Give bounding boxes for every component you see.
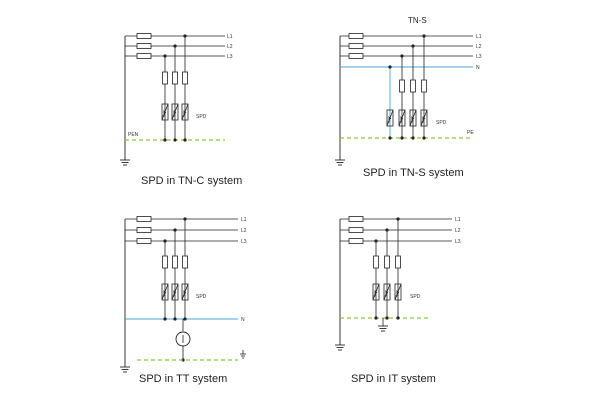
fuse-icon [348, 227, 364, 233]
fuse-icon [373, 255, 379, 269]
diagram-it: L1 L2 L3 SPD [334, 216, 461, 351]
label-l3: L3 [455, 239, 461, 245]
fuse-icon [162, 255, 168, 269]
label-l3: L3 [241, 239, 247, 245]
label-l1: L1 [455, 217, 461, 223]
earth-ground-icon [377, 325, 389, 332]
spd-label: SPD [196, 114, 207, 120]
earth-ground-icon [334, 344, 346, 351]
fuse-icon [136, 238, 152, 244]
tns-title: TN-S [408, 16, 427, 25]
label-l3: L3 [227, 54, 233, 60]
label-l1: L1 [227, 34, 233, 40]
caption-tn-s: SPD in TN-S system [363, 167, 464, 179]
fuse-icon [384, 255, 390, 269]
fuse-icon [136, 53, 152, 59]
fuse-icon [136, 33, 152, 39]
diagram-tn-s: TN-S L1 L2 L3 N SPD PE [334, 16, 482, 166]
label-n: N [476, 65, 480, 71]
fuse-icon [410, 79, 416, 93]
earth-ground-icon [240, 350, 246, 359]
fuse-icon [182, 255, 188, 269]
label-l3: L3 [476, 54, 482, 60]
pe-label: PE [467, 130, 474, 136]
caption-tn-c: SPD in TN-C system [141, 175, 243, 187]
fuse-icon [399, 79, 405, 93]
label-l2: L2 [476, 44, 482, 50]
earth-ground-icon [334, 159, 346, 166]
spd-label: SPD [410, 294, 421, 300]
spd-label: SPD [436, 120, 447, 126]
label-l2: L2 [455, 228, 461, 234]
diagram-tn-c: L1 L2 L3 SPD PEN [119, 33, 233, 166]
fuse-icon [348, 216, 364, 222]
earth-ground-icon [119, 159, 131, 166]
label-l2: L2 [227, 44, 233, 50]
fuse-icon [136, 227, 152, 233]
label-l1: L1 [476, 34, 482, 40]
fuse-icon [348, 53, 364, 59]
fuse-icon [348, 33, 364, 39]
fuse-icon [395, 255, 401, 269]
fuse-icon [162, 71, 168, 85]
spd-label: SPD [196, 294, 207, 300]
label-l1: L1 [241, 217, 247, 223]
fuse-icon [172, 255, 178, 269]
fuse-icon [421, 79, 427, 93]
fuse-icon [348, 238, 364, 244]
fuse-icon [136, 216, 152, 222]
earth-ground-icon [119, 366, 131, 373]
fuse-icon [182, 71, 188, 85]
caption-tt: SPD in TT system [139, 373, 228, 385]
pen-label: PEN [128, 132, 139, 138]
fuse-icon [172, 71, 178, 85]
fuse-icon [348, 43, 364, 49]
diagram-tt: L1 L2 L3 N SPD [119, 216, 247, 373]
label-n: N [241, 317, 245, 323]
caption-it: SPD in IT system [351, 373, 436, 385]
label-l2: L2 [241, 228, 247, 234]
fuse-icon [136, 43, 152, 49]
